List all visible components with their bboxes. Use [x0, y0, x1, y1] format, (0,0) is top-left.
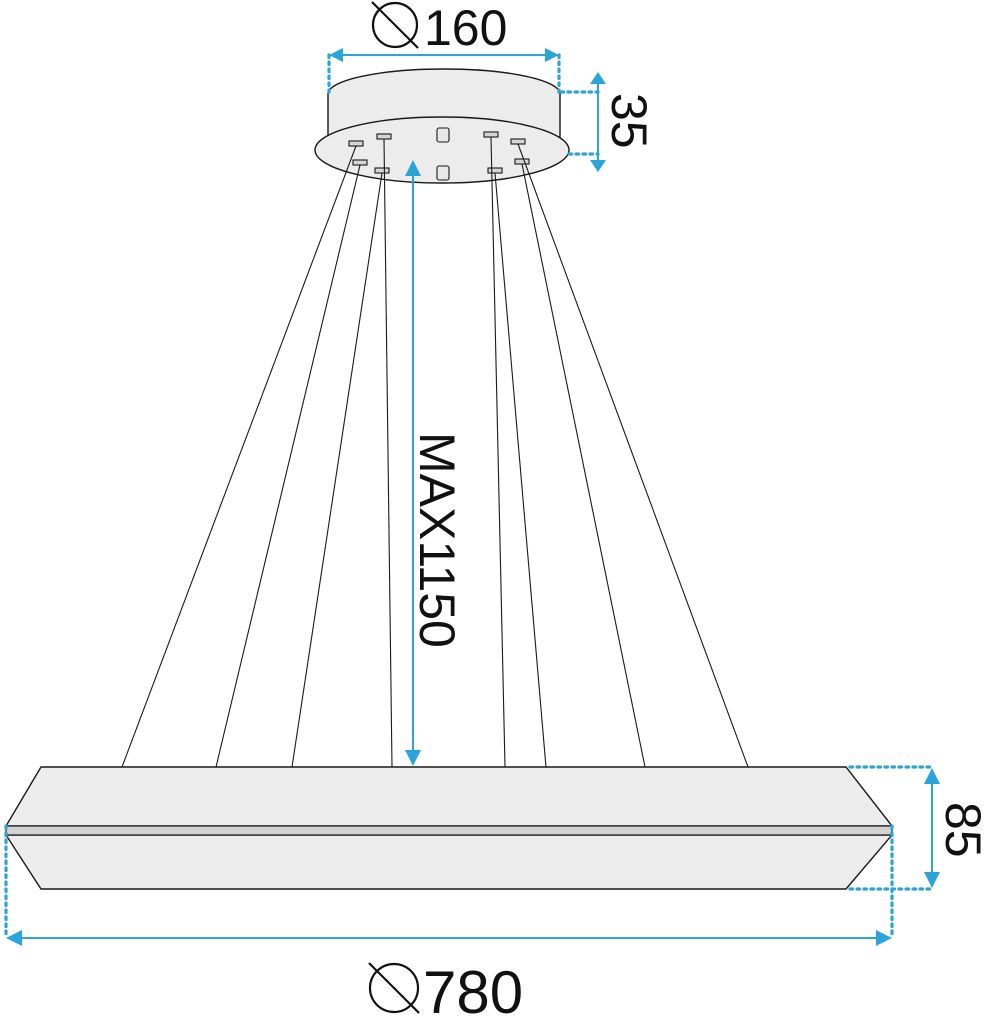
cable-clip — [348, 140, 364, 147]
canopy-diameter-label: 160 — [424, 0, 507, 56]
max-suspension-label: MAX1150 — [409, 432, 465, 648]
cable-clip — [352, 159, 368, 166]
canopy-screw — [436, 127, 450, 143]
dimension-canopy-height: 35 — [559, 72, 657, 172]
ring-diameter-label: 780 — [423, 959, 523, 1020]
diameter-symbol-icon — [368, 962, 420, 1014]
canopy-screw — [436, 165, 450, 181]
dimension-ring-height: 85 — [848, 765, 988, 891]
cable-clip — [374, 167, 390, 174]
canopy-height-label: 35 — [601, 93, 657, 149]
dimension-max-suspension: MAX1150 — [405, 160, 465, 766]
light-ring — [4, 766, 894, 890]
diameter-symbol-icon — [371, 1, 419, 49]
ring-height-label: 85 — [935, 802, 988, 858]
dimension-canopy-diameter: 160 — [327, 0, 561, 94]
cable-clip — [376, 133, 392, 140]
ring-bottom-face — [4, 834, 894, 890]
ring-top-face — [4, 766, 894, 827]
dimension-ring-diameter: 780 — [4, 824, 894, 1020]
cable-clip — [510, 138, 526, 145]
ring-led-strip — [5, 825, 893, 836]
cable-clip — [514, 158, 530, 165]
cable-clip — [483, 131, 499, 138]
cable-clip — [487, 167, 503, 174]
suspension-cables — [121, 136, 749, 768]
